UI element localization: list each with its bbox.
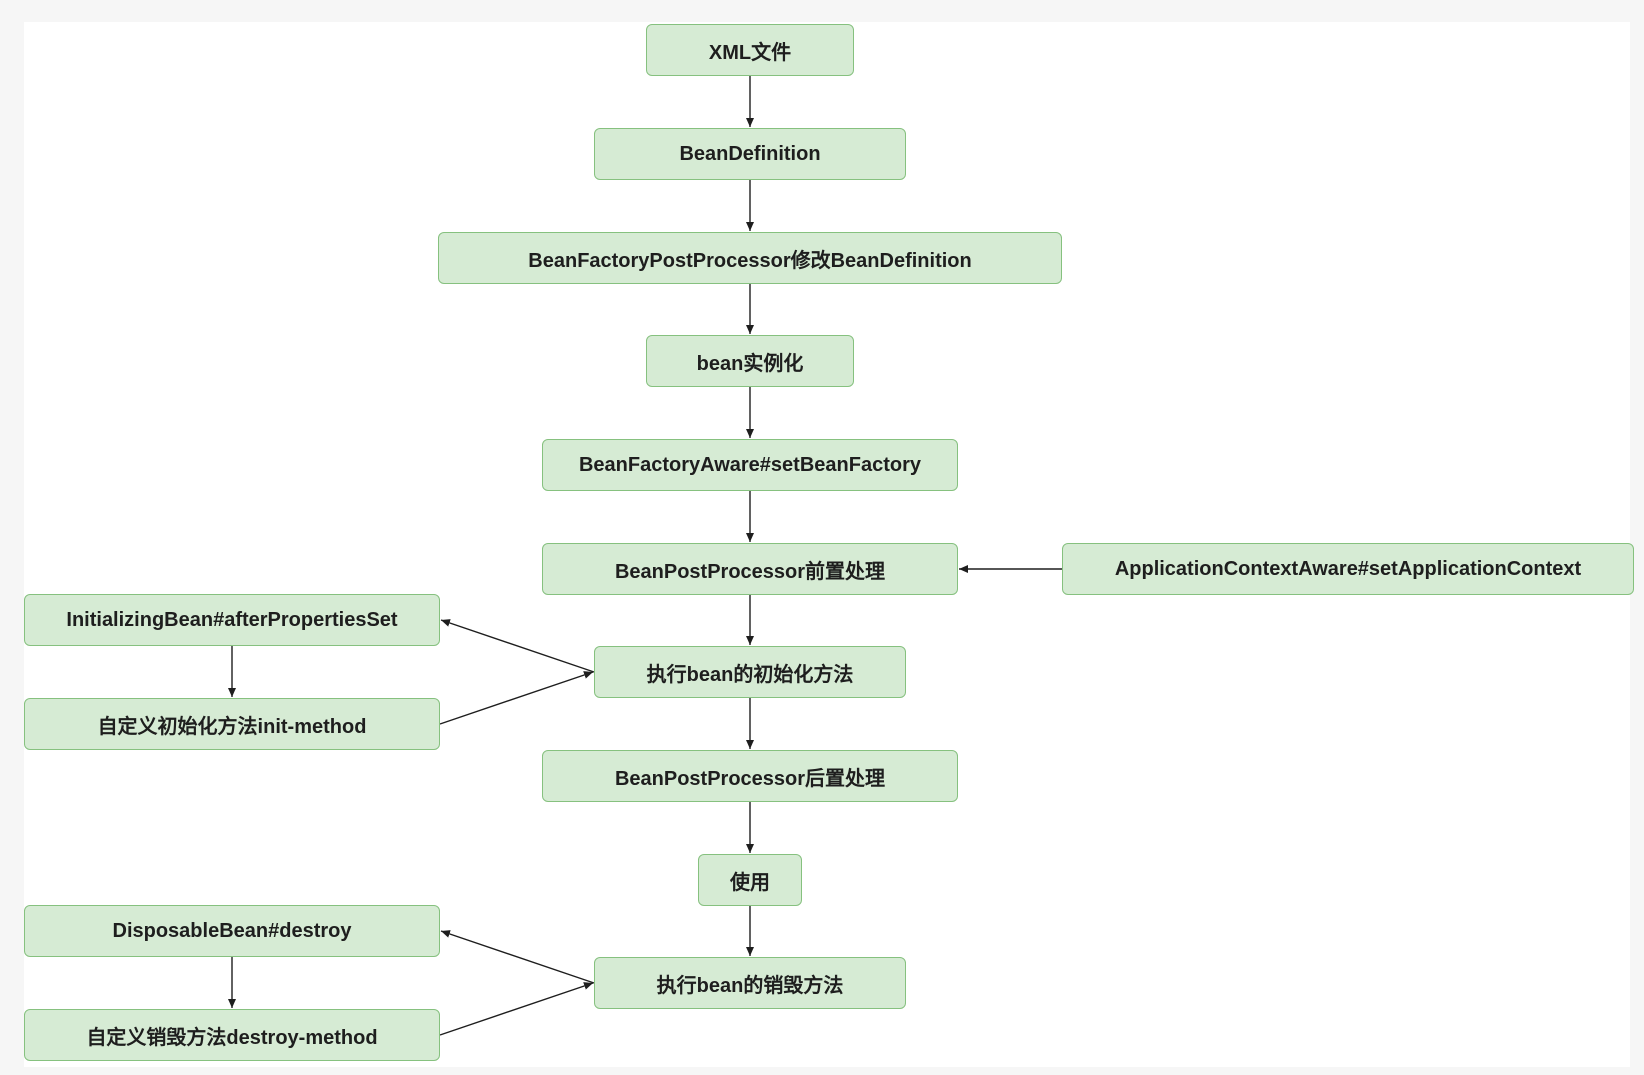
node-xml-file: XML文件 bbox=[646, 24, 854, 76]
node-label: BeanFactoryPostProcessor修改BeanDefinition bbox=[528, 249, 972, 272]
node-custom-init: 自定义初始化方法init-method bbox=[24, 698, 440, 750]
node-label: 执行bean的初始化方法 bbox=[646, 663, 854, 686]
node-label: BeanFactoryAware#setBeanFactory bbox=[578, 453, 921, 476]
node-label: 自定义初始化方法init-method bbox=[97, 715, 367, 738]
node-label: BeanPostProcessor前置处理 bbox=[614, 560, 886, 583]
node-exec-init: 执行bean的初始化方法 bbox=[594, 646, 906, 698]
node-label: bean实例化 bbox=[696, 352, 804, 375]
node-disposable-bean: DisposableBean#destroy bbox=[24, 905, 440, 957]
node-label: 自定义销毁方法destroy-method bbox=[86, 1026, 378, 1049]
node-bpp-after: BeanPostProcessor后置处理 bbox=[542, 750, 958, 802]
node-label: 使用 bbox=[730, 871, 770, 894]
node-label: BeanPostProcessor后置处理 bbox=[614, 767, 886, 790]
node-label: XML文件 bbox=[708, 41, 792, 64]
node-bean-definition: BeanDefinition bbox=[594, 128, 906, 180]
node-application-context-aware: ApplicationContextAware#setApplicationCo… bbox=[1062, 543, 1634, 595]
node-label: InitializingBean#afterPropertiesSet bbox=[66, 608, 398, 631]
node-use: 使用 bbox=[698, 854, 802, 906]
node-label: 执行bean的销毁方法 bbox=[656, 974, 844, 997]
node-exec-destroy: 执行bean的销毁方法 bbox=[594, 957, 906, 1009]
node-label: BeanDefinition bbox=[679, 142, 821, 165]
node-custom-destroy: 自定义销毁方法destroy-method bbox=[24, 1009, 440, 1061]
node-bean-instantiate: bean实例化 bbox=[646, 335, 854, 387]
node-label: ApplicationContextAware#setApplicationCo… bbox=[1114, 557, 1582, 580]
node-initializing-bean: InitializingBean#afterPropertiesSet bbox=[24, 594, 440, 646]
node-bean-factory-aware: BeanFactoryAware#setBeanFactory bbox=[542, 439, 958, 491]
node-label: DisposableBean#destroy bbox=[112, 919, 352, 942]
node-bpp-before: BeanPostProcessor前置处理 bbox=[542, 543, 958, 595]
node-bfpp-modify: BeanFactoryPostProcessor修改BeanDefinition bbox=[438, 232, 1062, 284]
